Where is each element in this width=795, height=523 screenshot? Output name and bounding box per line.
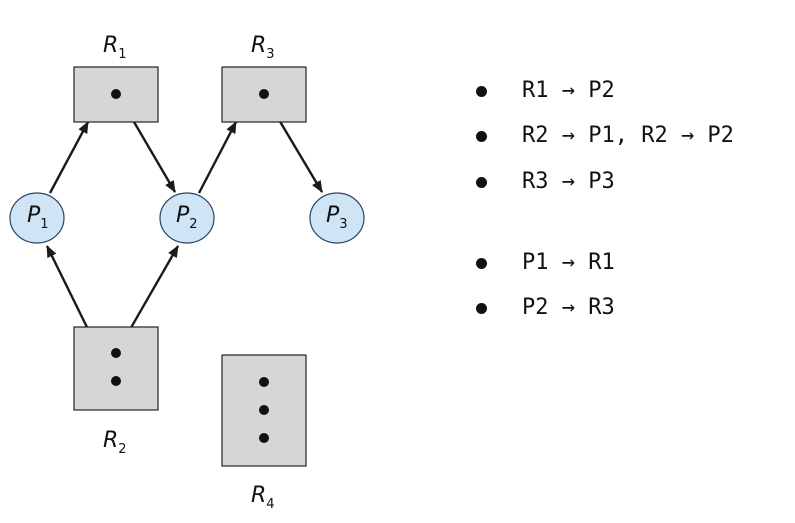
edge-p2-r3 (197, 121, 238, 194)
instance-dot (111, 89, 121, 99)
instance-dot (111, 348, 121, 358)
list-item: R3 → P3 (470, 167, 780, 197)
instance-dot (259, 405, 269, 415)
process-p3-label: P3 (326, 203, 348, 232)
resource-r1-label: R1 (103, 33, 127, 62)
list-item: R2 → P1, R2 → P2 (470, 121, 780, 151)
resource-allocation-graph: R1 R3 R2 R4 P1 (9, 33, 365, 512)
resource-r3-label: R3 (251, 33, 275, 62)
edge-p1-r1 (48, 121, 90, 194)
edge-list: R1 → P2 R2 → P1, R2 → P2 R3 → P3 P1 → R1… (470, 76, 780, 338)
list-item: R1 → P2 (470, 76, 780, 106)
process-p3: P3 (309, 192, 365, 244)
resource-r1: R1 (73, 33, 159, 123)
instance-dot (111, 376, 121, 386)
resource-r2-label: R2 (103, 428, 127, 457)
resource-r4: R4 (221, 354, 307, 512)
process-p1: P1 (9, 192, 65, 244)
instance-dot (259, 89, 269, 99)
list-item: P1 → R1 (470, 248, 780, 278)
instance-dot (259, 377, 269, 387)
process-p2-label: P2 (176, 203, 198, 232)
resource-r4-label: R4 (251, 483, 275, 512)
list-item: P2 → R3 (470, 293, 780, 323)
resource-r3: R3 (221, 33, 307, 123)
resource-r2: R2 (73, 326, 159, 457)
instance-dot (259, 433, 269, 443)
process-p2: P2 (159, 192, 215, 244)
process-p1-label: P1 (27, 203, 49, 232)
